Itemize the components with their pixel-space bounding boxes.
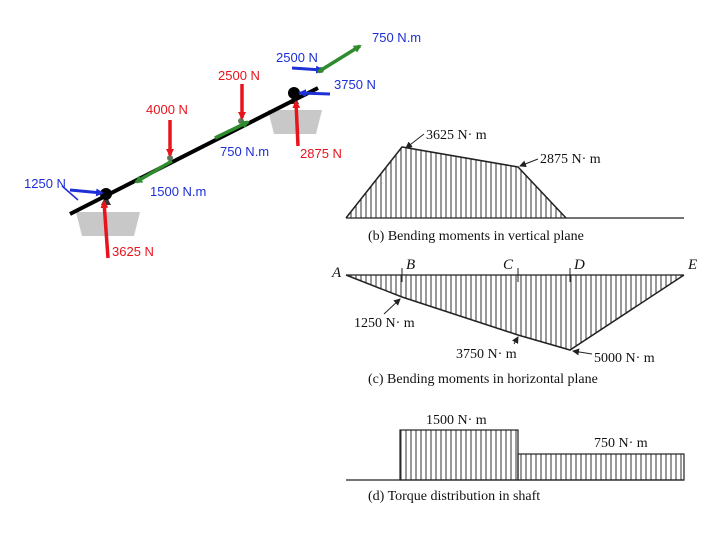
leader-3625 [405, 133, 425, 149]
torque-diagram: 1500 N· m 750 N· m (d) Torque distributi… [346, 413, 685, 504]
vertical-moment-diagram: 3625 N· m 2875 N· m (b) Bending moments … [345, 128, 684, 244]
force-1250-arrow [69, 188, 104, 197]
point-a-label: A [331, 265, 342, 281]
horizontal-moment-outline [345, 274, 685, 351]
label-2875n: 2875 N [300, 146, 342, 161]
point-c-label: C [503, 257, 514, 273]
label-4000n: 4000 N [146, 102, 188, 117]
point-d-label: D [573, 257, 585, 273]
torque-750-top-arrow [317, 44, 362, 74]
point-b-label: B [406, 257, 415, 273]
label-3625n: 3625 N [112, 244, 154, 259]
label-750nm-top: 750 N.m [372, 30, 421, 45]
leader-5000 [572, 348, 593, 356]
torque-block-right [517, 453, 685, 481]
label-torque-1500: 1500 N· m [426, 413, 487, 428]
leader-1250 [383, 298, 401, 315]
force-2875-arrow [292, 100, 301, 147]
vertical-moment-outline [345, 146, 567, 219]
torque-1500-arrow [134, 159, 173, 184]
caption-vertical: (b) Bending moments in vertical plane [368, 229, 584, 244]
label-horizontal-3750: 3750 N· m [456, 347, 517, 362]
gear-point-b [167, 155, 173, 161]
shaft-sketch: 750 N.m 2500 N 3750 N 2500 N 4000 N 750 … [24, 30, 421, 259]
label-750nm-mid: 750 N.m [220, 144, 269, 159]
label-1500nm: 1500 N.m [150, 184, 206, 199]
label-torque-750: 750 N· m [594, 436, 648, 451]
leader-3750 [511, 336, 519, 345]
label-2500n-red: 2500 N [218, 68, 260, 83]
label-3750n: 3750 N [334, 77, 376, 92]
force-3750-arrow [298, 89, 331, 98]
horizontal-moment-diagram: A B C D E 1250 N· m 3750 N· m 5000 N· m … [331, 257, 697, 387]
caption-torque: (d) Torque distribution in shaft [368, 489, 540, 504]
label-vertical-3625: 3625 N· m [426, 128, 487, 143]
label-vertical-2875: 2875 N· m [540, 152, 601, 167]
caption-horizontal: (c) Bending moments in horizontal plane [368, 372, 598, 387]
vertical-moment-area [346, 147, 566, 218]
label-horizontal-1250: 1250 N· m [354, 316, 415, 331]
force-2500-blue-arrow [291, 65, 324, 74]
point-e-label: E [687, 257, 697, 273]
torque-750-mid-arrow [214, 120, 250, 140]
label-2500n-blue: 2500 N [276, 50, 318, 65]
support-left [76, 195, 140, 236]
label-horizontal-5000: 5000 N· m [594, 351, 655, 366]
force-1250-tick [61, 185, 79, 201]
force-3625-arrow [100, 200, 110, 259]
horizontal-moment-area [346, 275, 684, 350]
label-1250n: 1250 N [24, 176, 66, 191]
bearing-right [288, 87, 300, 99]
torque-block-left [399, 429, 519, 481]
leader-2875 [519, 158, 539, 168]
